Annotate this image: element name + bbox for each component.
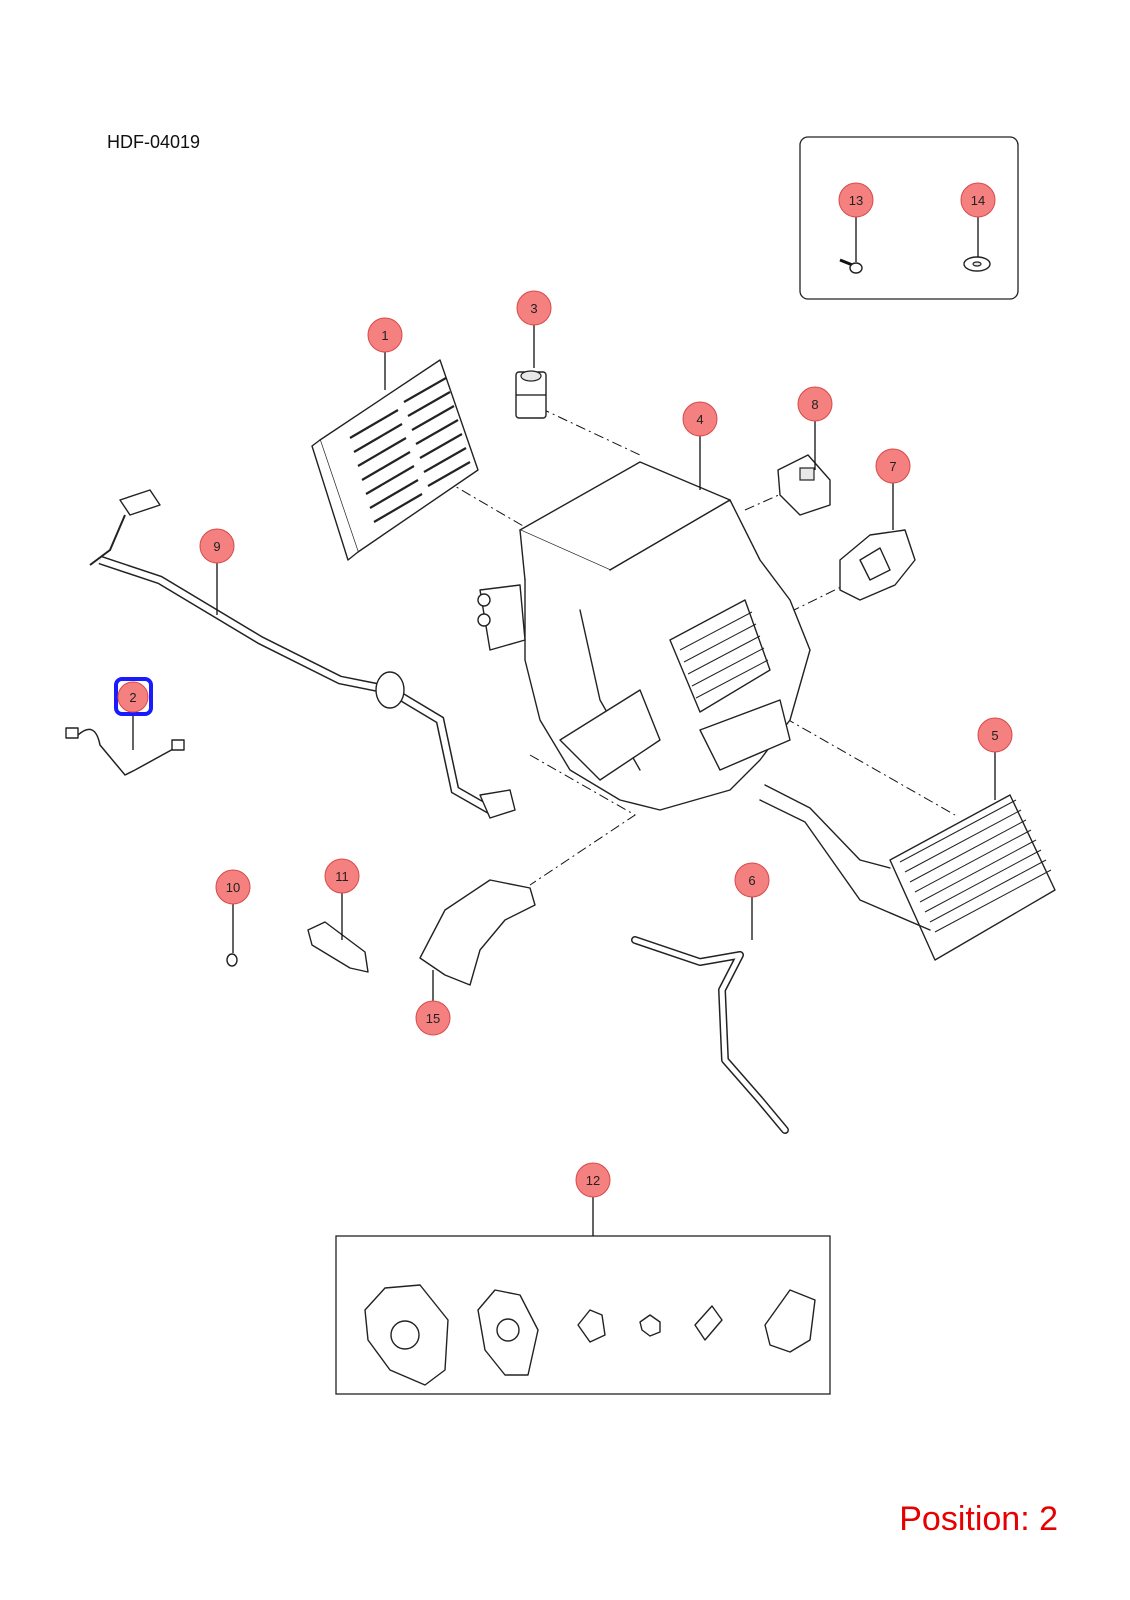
heater-core-part (759, 784, 1056, 961)
callout-4[interactable]: 4 (682, 401, 718, 437)
callout-14[interactable]: 14 (960, 182, 996, 218)
callout-10-label: 10 (226, 880, 240, 895)
callout-11-label: 11 (335, 869, 349, 884)
callout-6[interactable]: 6 (734, 862, 770, 898)
callout-7[interactable]: 7 (875, 448, 911, 484)
callout-6-label: 6 (748, 873, 755, 888)
diagram-code: HDF-04019 (107, 132, 201, 152)
duct-cover-part (839, 529, 916, 601)
callout-8-label: 8 (811, 397, 818, 412)
position-indicator: Position: 2 (899, 1500, 1058, 1538)
sensor-part (65, 727, 185, 776)
nut-part (226, 953, 238, 967)
callout-4-label: 4 (696, 412, 703, 427)
bracket-part (307, 921, 369, 973)
expansion-valve-part (515, 370, 547, 419)
callout-5-label: 5 (991, 728, 998, 743)
callout-11[interactable]: 11 (324, 858, 360, 894)
callout-3[interactable]: 3 (516, 290, 552, 326)
air-filter-part (311, 359, 479, 561)
callout-5[interactable]: 5 (977, 717, 1013, 753)
hose-part (631, 936, 789, 1134)
callout-10[interactable]: 10 (215, 869, 251, 905)
wiring-harness-part (89, 489, 516, 819)
callout-2[interactable]: 2 (117, 681, 149, 713)
callout-15[interactable]: 15 (415, 1000, 451, 1036)
callout-8[interactable]: 8 (797, 386, 833, 422)
callout-1-label: 1 (381, 328, 388, 343)
callout-13[interactable]: 13 (838, 182, 874, 218)
callout-1[interactable]: 1 (367, 317, 403, 353)
actuator-part (777, 454, 831, 516)
callout-12[interactable]: 12 (575, 1162, 611, 1198)
washer-part (963, 256, 991, 272)
leader-lines (132, 216, 996, 1236)
callout-13-label: 13 (849, 193, 863, 208)
kit-items (364, 1284, 816, 1386)
callout-3-label: 3 (530, 301, 537, 316)
duct-part (419, 879, 536, 986)
kit-box (335, 1235, 831, 1395)
callout-9-label: 9 (213, 539, 220, 554)
callout-12-label: 12 (586, 1173, 600, 1188)
screw-part (839, 258, 863, 274)
callout-15-label: 15 (426, 1011, 440, 1026)
heater-unit-part (477, 461, 811, 811)
callout-9[interactable]: 9 (199, 528, 235, 564)
callout-14-label: 14 (971, 193, 985, 208)
hardware-box (799, 136, 1019, 300)
callout-2-label: 2 (129, 690, 136, 705)
selection-highlight (114, 677, 153, 716)
callout-7-label: 7 (889, 459, 896, 474)
